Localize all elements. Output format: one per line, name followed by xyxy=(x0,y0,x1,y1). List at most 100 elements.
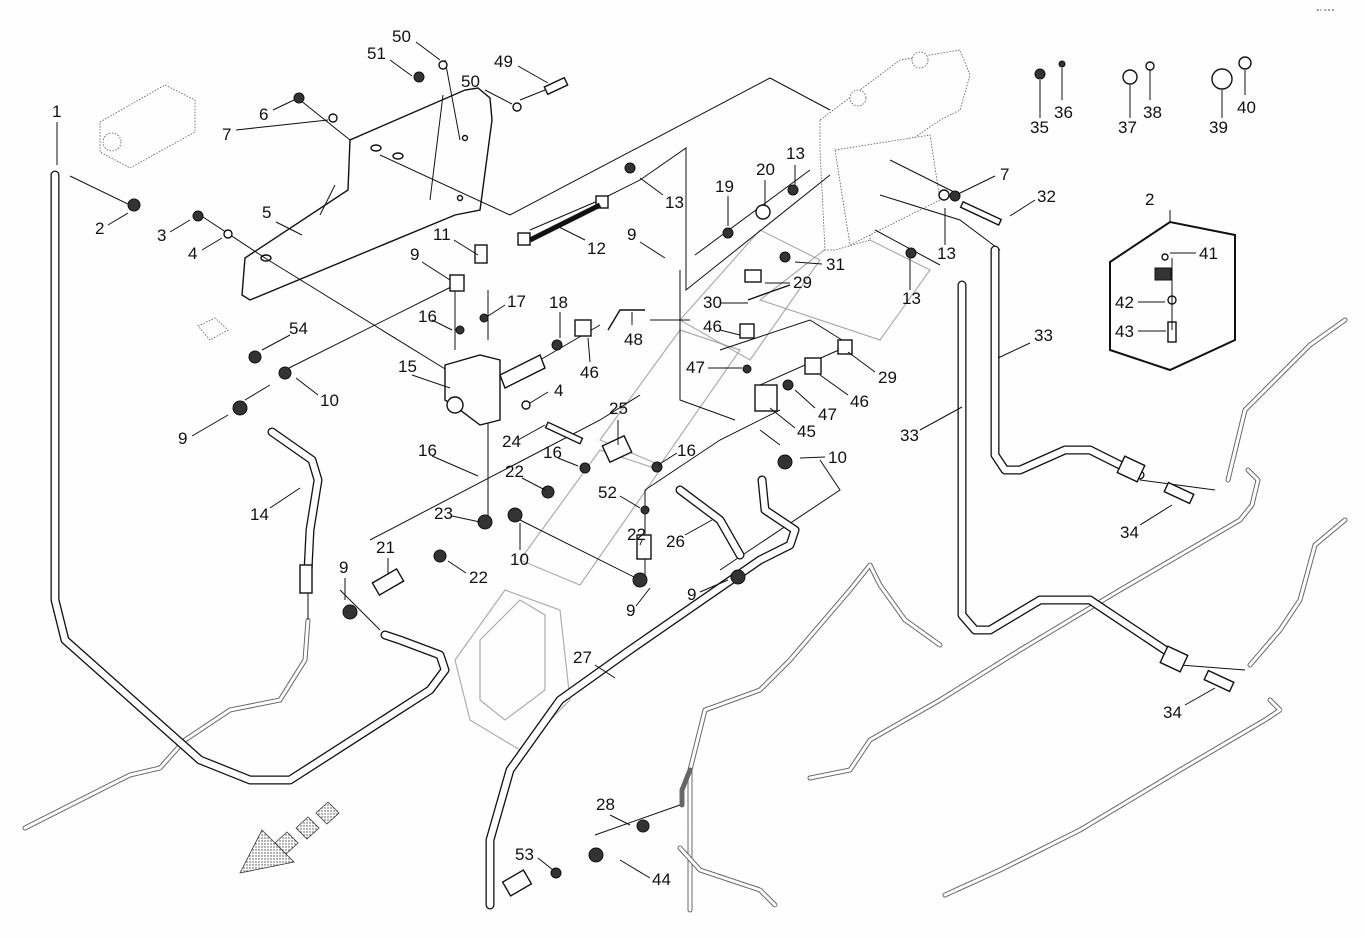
reference-pipes xyxy=(22,317,1348,913)
callout-number: 48 xyxy=(624,330,643,349)
callout-number: 25 xyxy=(609,399,628,418)
callout-29b: 29 xyxy=(847,351,897,387)
leader-line xyxy=(537,857,554,871)
callout-number: 46 xyxy=(580,363,599,382)
leader-line xyxy=(997,342,1031,359)
leader-line xyxy=(389,59,413,77)
callout-9c: 9 xyxy=(178,414,229,448)
callout-number: 7 xyxy=(1000,165,1009,184)
leader-line xyxy=(529,391,549,404)
callout-48: 48 xyxy=(624,312,643,349)
leader-line xyxy=(269,487,301,509)
leader-line xyxy=(554,224,586,241)
callout-number: 6 xyxy=(259,105,268,124)
callout-number: 43 xyxy=(1115,322,1134,341)
leader-line xyxy=(107,212,129,226)
leader-line xyxy=(415,41,441,61)
callout-17: 17 xyxy=(487,292,526,317)
leader-line xyxy=(594,664,616,679)
callout-5: 5 xyxy=(262,203,303,236)
callout-7: 7 xyxy=(222,119,329,144)
callout-51: 51 xyxy=(367,44,413,77)
callout-number: 41 xyxy=(1199,244,1218,263)
callout-number: 4 xyxy=(554,381,563,400)
leader-line xyxy=(411,374,451,389)
leader-line xyxy=(587,337,591,363)
callout-1: 1 xyxy=(52,102,61,165)
callout-9d: 9 xyxy=(339,558,348,600)
callout-29a: 29 xyxy=(765,273,812,292)
callout-number: 16 xyxy=(543,443,562,462)
callout-number: 54 xyxy=(289,319,308,338)
leader-line xyxy=(957,175,996,195)
callout-36: 36 xyxy=(1054,68,1073,122)
callout-number: 9 xyxy=(339,558,348,577)
callout-number: 9 xyxy=(687,585,696,604)
callout-number: 16 xyxy=(418,441,437,460)
callout-number: 33 xyxy=(900,426,919,445)
leader-line xyxy=(639,177,664,196)
callout-number: 1 xyxy=(52,102,61,121)
callout-number: 13 xyxy=(937,244,956,263)
callout-number: 29 xyxy=(878,368,897,387)
callout-number: 14 xyxy=(250,505,269,524)
leader-line xyxy=(794,389,816,409)
callout-number: 4 xyxy=(188,244,197,263)
callout-number: 49 xyxy=(494,52,513,71)
callout-23: 23 xyxy=(434,504,481,523)
leader-line xyxy=(295,377,319,396)
callout-24: 24 xyxy=(502,424,546,451)
callout-16c: 16 xyxy=(543,443,579,467)
control-valve-block-ghost xyxy=(819,49,971,251)
leader-line xyxy=(699,579,729,593)
callout-number: 47 xyxy=(818,405,837,424)
leader-line xyxy=(619,495,641,509)
callout-number: 52 xyxy=(598,483,617,502)
callout-30: 30 xyxy=(703,293,748,312)
callout-number: 37 xyxy=(1118,118,1137,137)
callout-16a: 16 xyxy=(418,307,453,331)
callout-number: 15 xyxy=(398,357,417,376)
callout-number: 2 xyxy=(1145,190,1154,209)
callout-43: 43 xyxy=(1115,322,1166,341)
leader-line xyxy=(639,539,643,546)
callout-28: 28 xyxy=(596,795,631,826)
callout-number: 20 xyxy=(756,160,775,179)
callout-number: 16 xyxy=(677,441,696,460)
callout-number: 7 xyxy=(222,125,231,144)
callout-6: 6 xyxy=(259,99,295,124)
callout-32: 32 xyxy=(1009,187,1056,217)
forward-direction-arrow-icon xyxy=(239,801,340,874)
callout-9e: 9 xyxy=(626,587,651,620)
callout-number: 44 xyxy=(652,870,671,889)
callout-number: 5 xyxy=(262,203,271,222)
callout-9a: 9 xyxy=(410,245,451,281)
leader-line xyxy=(453,239,479,256)
callout-4: 4 xyxy=(188,237,223,263)
callout-13c: 13 xyxy=(937,208,956,263)
callout-number: 18 xyxy=(549,293,568,312)
leader-line xyxy=(201,237,223,251)
leader-line xyxy=(847,351,876,373)
callout-number: 10 xyxy=(828,448,847,467)
callout-21: 21 xyxy=(376,538,395,575)
fittings xyxy=(127,56,1252,897)
callout-number: 13 xyxy=(902,289,921,308)
callout-10b: 10 xyxy=(510,523,529,569)
callout-52: 52 xyxy=(598,483,641,509)
callout-number: 45 xyxy=(797,422,816,441)
callout-53: 53 xyxy=(515,845,554,871)
leader-line xyxy=(421,261,451,281)
leader-line xyxy=(169,219,191,233)
callout-number: 17 xyxy=(507,292,526,311)
callout-number: 42 xyxy=(1115,293,1134,312)
callout-22b: 22 xyxy=(447,560,488,587)
callout-number: 32 xyxy=(1037,187,1056,206)
callout-10c: 10 xyxy=(799,448,847,467)
leader-line xyxy=(517,65,549,84)
mounting-bracket xyxy=(241,87,493,301)
callout-14: 14 xyxy=(250,487,301,524)
leader-line xyxy=(639,241,666,259)
callout-13b: 13 xyxy=(786,144,805,185)
callout-35: 35 xyxy=(1030,80,1049,137)
